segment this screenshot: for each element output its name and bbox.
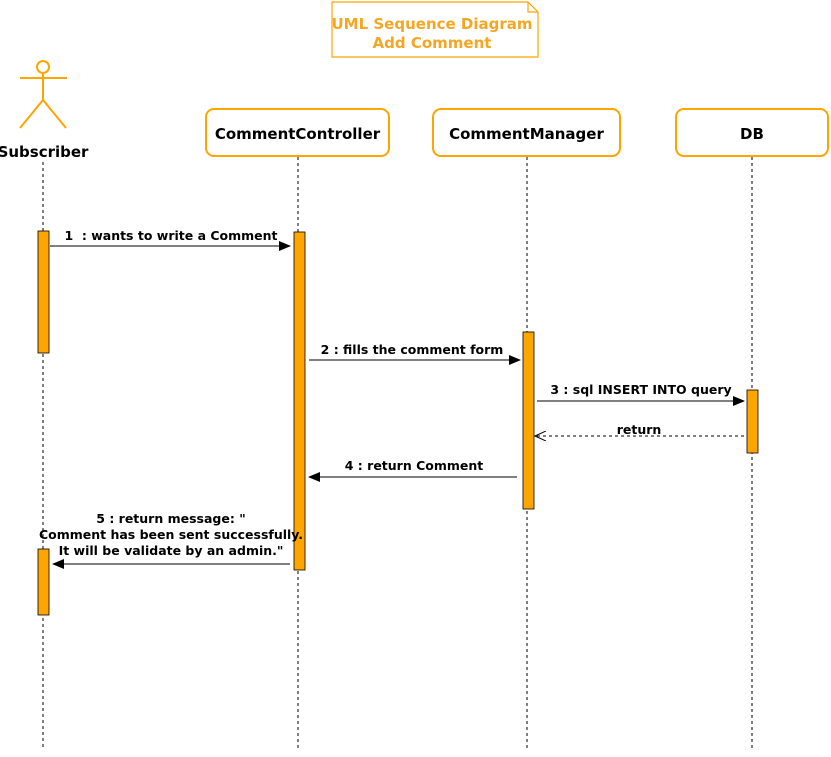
message-label-line-3: It will be validate by an admin." [59,543,284,558]
participant-label: CommentController [215,125,381,143]
title-note: UML Sequence Diagram Add Comment [331,1,539,58]
message-1: 1 : wants to write a Comment [50,228,291,251]
participant-label: CommentManager [449,125,604,143]
message-return: return [535,422,744,437]
activation-subscriber-2 [37,548,50,616]
activation-subscriber-1 [37,230,50,354]
message-4: 4 : return Comment [308,458,517,482]
message-3: 3 : sql INSERT INTO query [537,382,745,406]
message-label: return [617,422,662,437]
message-label: 1 : wants to write a Comment [64,228,277,243]
message-5: 5 : return message: " Comment has been s… [39,511,303,569]
message-label-line-2: Comment has been sent successfully. [39,527,303,542]
message-label: 2 : fills the comment form [321,342,504,357]
activation-commentcontroller [293,231,306,571]
actor-stick-figure-icon [19,60,67,129]
actor-subscriber: Subscriber [0,60,89,161]
message-label: 4 : return Comment [345,458,484,473]
participant-label: DB [740,125,764,143]
message-label-line-1: 5 : return message: " [96,511,245,526]
title-line-1: UML Sequence Diagram [331,15,532,33]
actor-label: Subscriber [0,143,89,161]
activation-db [746,389,759,454]
message-2: 2 : fills the comment form [309,342,521,365]
title-line-2: Add Comment [373,34,492,52]
participant-db: DB [675,108,829,157]
message-label: 3 : sql INSERT INTO query [550,382,731,397]
activation-commentmanager [522,331,535,510]
participant-commentcontroller: CommentController [205,108,390,157]
participant-commentmanager: CommentManager [432,108,621,157]
